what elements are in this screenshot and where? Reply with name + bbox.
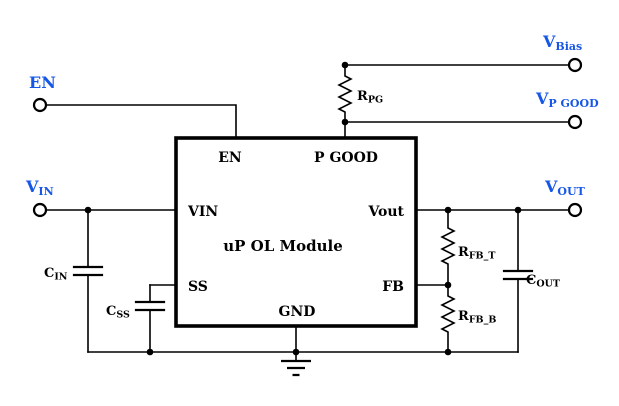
rpg-label-sub: PG: [368, 95, 383, 106]
cin-label-base: C: [44, 266, 54, 281]
terminal-vbias: [567, 57, 583, 73]
rpg-label: RPG: [357, 89, 383, 106]
vout-label-base: V: [544, 177, 558, 196]
rfbb-label: RFB_B: [458, 309, 496, 326]
rfbb-label-sub: FB_B: [469, 315, 497, 326]
resistor-rfbb: [440, 284, 456, 353]
cin-label-sub: IN: [54, 272, 67, 283]
capacitor-cout: [502, 269, 534, 281]
en-terminal-label: EN: [29, 73, 56, 92]
junction-dot: [341, 61, 349, 69]
pin-label-vin: VIN: [187, 204, 218, 220]
vpgood-label-sub: P GOOD: [548, 97, 599, 110]
vbias-terminal-label: VBias: [542, 32, 582, 53]
junction-dot: [444, 348, 452, 356]
vpgood-label-base: V: [535, 89, 549, 108]
rpg-label-base: R: [357, 89, 368, 104]
rfbb-label-base: R: [458, 309, 469, 324]
junction-dot: [514, 206, 522, 214]
rfbt-label-base: R: [458, 245, 469, 260]
terminal-en: [32, 97, 48, 113]
junction-dot: [444, 206, 452, 214]
capacitor-cin: [72, 265, 104, 277]
pin-label-fb: FB: [382, 279, 404, 295]
css-label: CSS: [106, 304, 130, 321]
junction-dot: [341, 118, 349, 126]
pin-label-gnd: GND: [279, 304, 316, 320]
terminal-vpgood: [567, 114, 583, 130]
css-label-sub: SS: [116, 310, 130, 321]
rfbt-label-sub: FB_T: [469, 251, 496, 262]
terminal-vin: [32, 202, 48, 218]
vpgood-terminal-label: VP GOOD: [535, 89, 599, 110]
vbias-label-base: V: [542, 32, 556, 51]
terminal-vout: [567, 202, 583, 218]
pin-label-vout: Vout: [367, 204, 404, 220]
cout-label: COUT: [526, 273, 560, 290]
pin-label-ss: SS: [188, 279, 208, 295]
junction-dot: [292, 348, 300, 356]
pin-label-en: EN: [218, 150, 242, 166]
wire-en: [45, 104, 237, 139]
vout-terminal-label: VOUT: [544, 177, 586, 198]
cout-label-sub: OUT: [536, 279, 560, 290]
module-title: uP OL Module: [223, 237, 343, 255]
vin-label-sub: IN: [38, 185, 53, 198]
vout-label-sub: OUT: [557, 185, 585, 198]
module-box: [174, 136, 418, 328]
ground-symbol: [281, 359, 311, 377]
cin-label: CIN: [44, 266, 68, 283]
capacitor-css: [134, 300, 166, 312]
junction-dot: [146, 348, 154, 356]
resistor-rfbt: [440, 209, 456, 286]
junction-dot: [84, 206, 92, 214]
pin-label-pgood: P GOOD: [314, 150, 378, 166]
junction-dot: [444, 281, 452, 289]
vbias-label-sub: Bias: [555, 40, 582, 53]
rfbt-label: RFB_T: [458, 245, 495, 262]
cout-label-base: C: [526, 273, 536, 288]
resistor-rpg: [337, 64, 353, 123]
vin-terminal-label: VIN: [25, 177, 54, 198]
vin-label-base: V: [25, 177, 39, 196]
css-label-base: C: [106, 304, 116, 319]
